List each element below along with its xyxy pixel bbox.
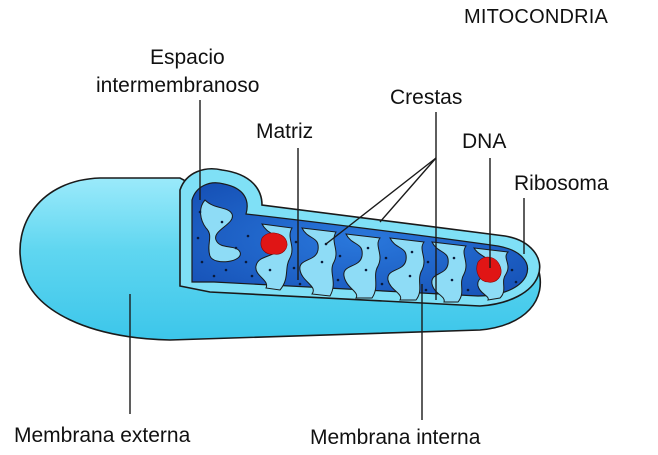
label-membrana-interna: Membrana interna	[310, 426, 480, 450]
diagram-title: MITOCONDRIA	[464, 6, 608, 29]
label-ribosoma: Ribosoma	[514, 172, 609, 196]
label-dna: DNA	[462, 130, 506, 154]
dna-spot-1	[261, 233, 287, 254]
label-espacio-line1: Espacio	[150, 46, 225, 70]
label-matriz: Matriz	[256, 120, 313, 144]
label-crestas: Crestas	[390, 86, 462, 110]
label-membrana-externa: Membrana externa	[14, 424, 190, 448]
label-espacio-line2: intermembranoso	[96, 74, 259, 98]
